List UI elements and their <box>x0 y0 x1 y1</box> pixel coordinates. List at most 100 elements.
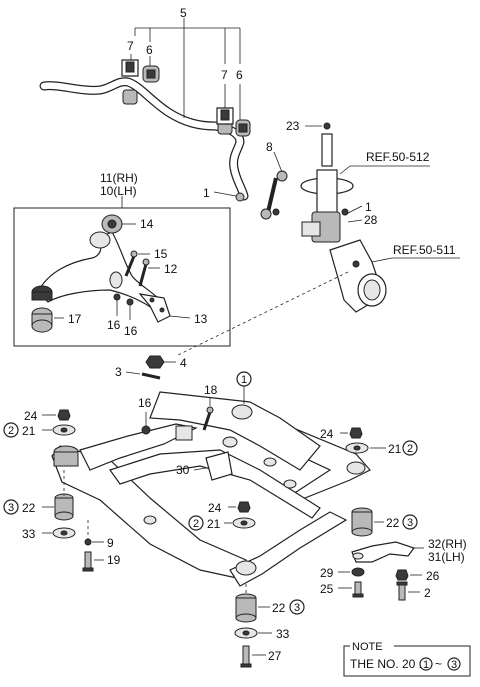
callout-16: 16 <box>138 396 152 410</box>
callout-21-circled-prefix: 2 <box>8 425 14 437</box>
callout-3: 3 <box>115 365 122 379</box>
mount-20-left <box>53 445 79 467</box>
callout-23: 23 <box>286 119 300 133</box>
callout-21: 21 <box>388 442 402 456</box>
bushing-22-left <box>54 493 74 521</box>
washer-21-center <box>232 517 256 529</box>
stabilizer-bar <box>39 77 249 201</box>
lower-control-arm <box>37 231 161 309</box>
bushing-22-right <box>351 507 373 537</box>
callout-22: 22 <box>22 501 36 515</box>
bolt-3 <box>141 372 161 380</box>
washer-33-left <box>52 527 76 539</box>
callout-1-circled: 1 <box>241 374 247 386</box>
callout-22-circled-prefix: 3 <box>8 502 14 514</box>
callout-21-circled-prefix: 2 <box>193 518 199 530</box>
bolt-25 <box>352 581 364 598</box>
callout-1: 1 <box>365 200 372 214</box>
callout-16: 16 <box>124 324 138 338</box>
callout-21-circled-suffix: 2 <box>407 443 413 455</box>
callout-24: 24 <box>24 409 38 423</box>
callout-22-circled-suffix: 3 <box>407 517 413 529</box>
washer-21-right <box>345 442 369 454</box>
bushing-17 <box>31 307 53 333</box>
callout-30: 30 <box>176 463 190 477</box>
bracket-7-right <box>216 107 234 125</box>
steering-knuckle <box>329 239 387 313</box>
callout-21: 21 <box>22 424 36 438</box>
callout-4: 4 <box>180 356 187 370</box>
callout-24: 24 <box>208 501 222 515</box>
bushing-6-right <box>235 119 251 137</box>
bolt-27 <box>240 645 252 668</box>
callout-31: 31(LH) <box>428 550 465 564</box>
callout-22: 22 <box>386 516 400 530</box>
bracket-31-32 <box>351 541 415 563</box>
callout-12: 12 <box>164 262 178 276</box>
bushing-22-bottom <box>235 593 257 623</box>
bushing-14 <box>101 214 123 234</box>
bolt-18 <box>202 406 214 431</box>
callout-19: 19 <box>107 553 121 567</box>
callout-29: 29 <box>320 566 334 580</box>
bracket-7-left <box>121 59 139 77</box>
bar-bushing-left <box>122 89 138 105</box>
nut-24-right <box>349 427 363 439</box>
bushing-17-top <box>31 285 53 301</box>
callout-14: 14 <box>140 217 154 231</box>
stabilizer-link <box>260 170 288 220</box>
note-title: NOTE <box>352 641 383 653</box>
nut-4 <box>145 355 165 369</box>
front-subframe <box>51 391 371 587</box>
callout-26: 26 <box>426 569 440 583</box>
callout-33: 33 <box>276 627 290 641</box>
callout-6: 6 <box>236 68 243 82</box>
callout-21: 21 <box>207 517 221 531</box>
nut-16b <box>126 298 134 306</box>
bracket-30 <box>205 451 233 481</box>
washer-29 <box>351 567 365 577</box>
callout-22-circled-suffix: 3 <box>294 602 300 614</box>
note-range-to: 3 <box>451 659 457 671</box>
bolt-19 <box>82 551 94 572</box>
callout-18: 18 <box>204 383 218 397</box>
callout-25: 25 <box>320 582 334 596</box>
nut-26 <box>395 569 409 581</box>
bolt-12 <box>138 258 150 287</box>
callout-2: 2 <box>424 586 431 600</box>
note-range-from: 1 <box>423 659 429 671</box>
callout-13: 13 <box>194 312 208 326</box>
nut-9 <box>84 538 92 546</box>
callout-33: 33 <box>22 527 36 541</box>
washer-21-left <box>52 424 76 436</box>
callout-5: 5 <box>180 6 187 20</box>
nut-16a <box>113 293 121 301</box>
callout-6: 6 <box>146 43 153 57</box>
bolt-15 <box>124 250 138 277</box>
strut-assembly <box>300 122 354 243</box>
callout-24: 24 <box>320 427 334 441</box>
callout-10: 10(LH) <box>100 184 137 198</box>
callout-32: 32(RH) <box>428 537 467 551</box>
note-box: NOTE THE NO. 20 : 1 ~ 3 <box>343 640 471 677</box>
bushing-6-left <box>142 65 160 83</box>
callout-28: 28 <box>364 213 378 227</box>
callout-8: 8 <box>266 140 273 154</box>
callout-7: 7 <box>221 68 228 82</box>
note-range-sep: ~ <box>435 657 442 671</box>
callout-27: 27 <box>268 649 282 663</box>
bolt-2 <box>396 581 408 601</box>
nut-24-center <box>237 501 251 513</box>
note-text: THE NO. 20 : <box>350 657 422 671</box>
callout-17: 17 <box>68 312 82 326</box>
nut-16c <box>141 425 151 435</box>
ref-50-511: REF.50-511 <box>393 243 456 257</box>
callout-1: 1 <box>203 186 210 200</box>
callout-9: 9 <box>107 536 114 550</box>
callout-15: 15 <box>154 247 168 261</box>
bracket-13 <box>138 293 171 323</box>
ref-50-512: REF.50-512 <box>366 150 430 164</box>
callout-16: 16 <box>107 318 121 332</box>
washer-33-bottom <box>234 627 258 639</box>
